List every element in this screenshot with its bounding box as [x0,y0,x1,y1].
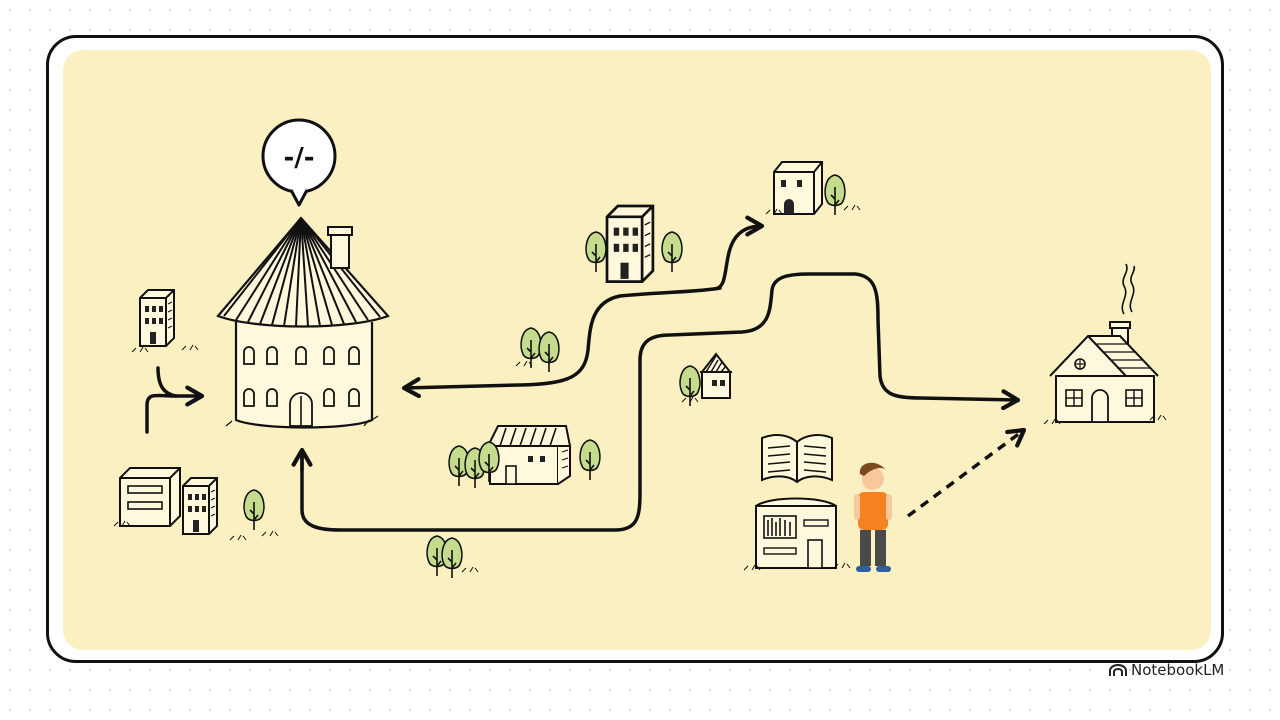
barn-building [448,425,601,489]
person-figure [854,462,892,572]
small-house-mid [679,352,732,407]
destination-house [1043,263,1167,425]
trees-pair-mid [515,327,560,373]
badge-symbol: -/- [283,143,314,173]
library-building [743,497,851,571]
trees-bottom-center [426,535,479,579]
slide-frame [46,35,1224,663]
buildings-upper-middle [585,204,683,283]
path-to-central-house-top [401,286,722,399]
buildings-left-bottom [113,467,279,541]
path-to-top-right-building [716,215,765,290]
central-house [216,216,390,429]
code-badge-icon: -/- [261,118,337,207]
brand-name: NotebookLM [1131,661,1225,679]
main-road-path [300,272,1021,532]
notebooklm-watermark: NotebookLM [1108,660,1224,680]
arrow-merge-branch [156,366,178,398]
building-top-right [765,161,861,216]
building-left-top [131,289,199,353]
arrow-into-central-house [145,385,205,434]
open-book-icon [761,434,833,484]
dashed-arrow-to-house [906,427,1027,518]
notebooklm-logo-icon [1109,663,1127,676]
